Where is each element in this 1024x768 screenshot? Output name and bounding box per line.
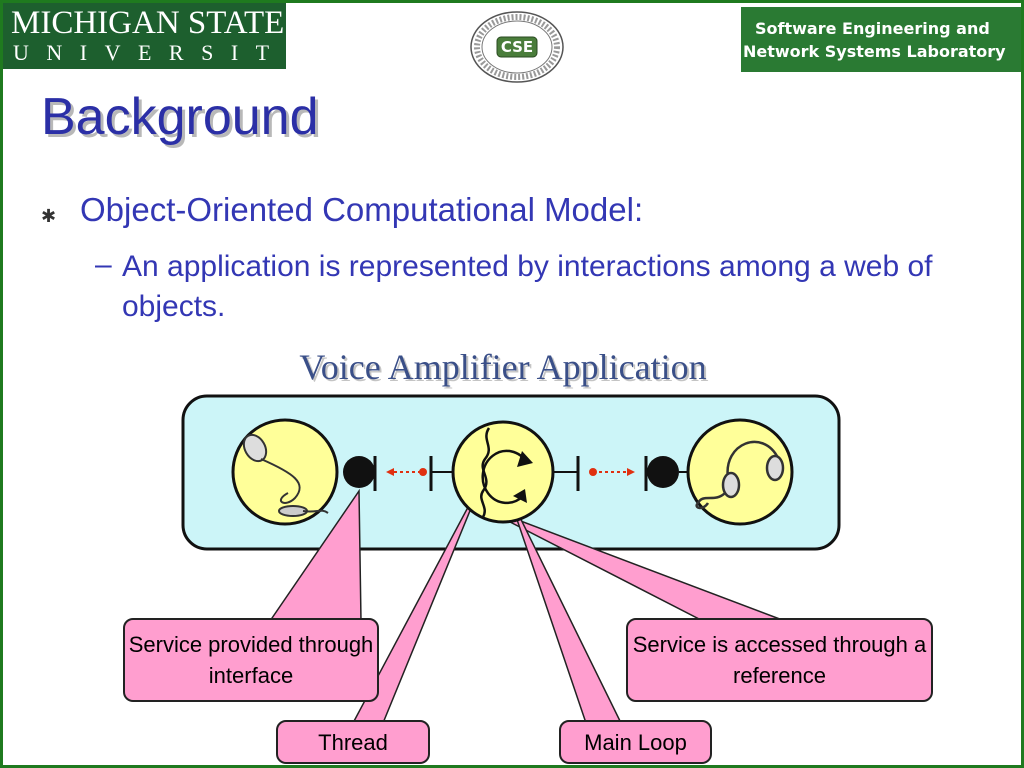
controller-object — [451, 420, 555, 524]
diagram — [181, 394, 841, 724]
microphone-icon — [242, 433, 329, 517]
msu-logo: MICHIGAN STATE UNIVERSITY — [3, 3, 303, 69]
callout-main-loop: Main Loop — [559, 720, 712, 764]
lab-logo-line2: Network Systems Laboratory — [743, 42, 1006, 61]
slide-title: Background — [41, 88, 319, 146]
thread-loop-icon — [480, 427, 533, 518]
asterisk-bullet-icon: ✱ — [41, 206, 57, 226]
sub-bullet-text: An application is represented by interac… — [122, 250, 933, 323]
lab-logo-line1: Software Engineering and — [755, 19, 990, 38]
headphones-icon — [695, 440, 785, 510]
callout-interface: Service provided through interface — [123, 618, 379, 702]
callout-thread: Thread — [276, 720, 430, 764]
callout-reference: Service is accessed through a reference — [626, 618, 933, 702]
sub-bullet-dash: – — [95, 248, 112, 281]
cse-seal-text: CSE — [501, 38, 533, 56]
interface-ball-right — [647, 456, 679, 488]
msu-logo-line1: MICHIGAN STATE — [11, 5, 285, 41]
cse-seal-icon: CSE — [470, 11, 564, 83]
msu-logo-line2: UNIVERSITY — [13, 40, 320, 65]
bullet-text: Object-Oriented Computational Model: — [80, 191, 644, 228]
diagram-title: Voice Amplifier Application — [299, 347, 707, 387]
lab-logo: Software Engineering and Network Systems… — [741, 7, 1021, 72]
